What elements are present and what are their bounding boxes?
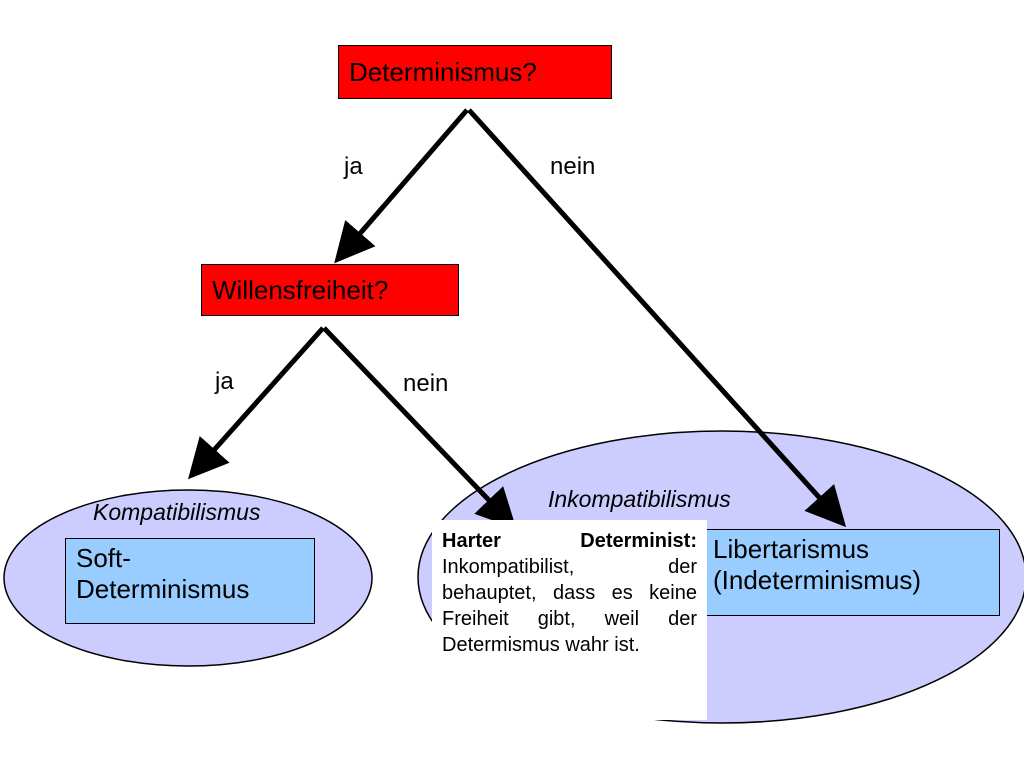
libertarismus-box: Libertarismus (Indeterminismus) [700,529,1000,616]
edge-label-nein-1: nein [550,153,596,180]
libertarismus-line1: Libertarismus [713,534,870,564]
arrow-ja-2 [188,326,325,480]
determinismus-question-text: Determinismus? [349,56,537,87]
determinismus-question-box: Determinismus? [338,45,612,99]
soft-determinismus-text: Soft-Determinismus [76,543,250,604]
edge-label-ja-2: ja [215,368,234,395]
libertarismus-line2: (Indeterminismus) [713,565,922,595]
harter-determinist-note: Harter Determinist: Inkompatibilist, der… [432,520,707,720]
edge-label-nein-2: nein [403,370,449,397]
willensfreiheit-question-box: Willensfreiheit? [201,264,459,316]
arrow-nein-2 [322,326,517,529]
arrow-nein-1 [467,108,847,528]
edge-label-ja-1: ja [344,153,363,180]
soft-determinismus-box: Soft-Determinismus [65,538,315,624]
note-title: Harter Determinist: [442,530,697,552]
kompatibilismus-title: Kompatibilismus [93,499,261,525]
note-text: Inkompatibilist, der behauptet, dass es … [442,556,697,656]
arrow-ja-1 [334,108,469,264]
willensfreiheit-question-text: Willensfreiheit? [212,274,389,305]
inkompatibilismus-title: Inkompatibilismus [548,486,731,512]
